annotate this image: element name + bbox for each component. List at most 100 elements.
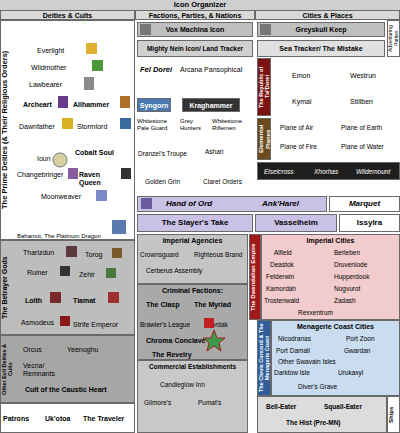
node-text: Vox Machina Icon bbox=[138, 26, 252, 34]
node-text: The Clasp bbox=[146, 301, 190, 309]
node-text: Issylra bbox=[340, 219, 399, 228]
section-box: Criminal Factions:The ClaspThe MyriadBra… bbox=[137, 284, 248, 360]
node-text: Pumat's bbox=[198, 399, 242, 406]
node-text: Strife Emperor bbox=[73, 321, 133, 329]
node-text: Sea Tracker/ The Mistake bbox=[258, 45, 384, 53]
node-text: Rexxentrum bbox=[298, 309, 363, 316]
item-label: Whitestone Pale Guard bbox=[137, 118, 179, 131]
section-box: Imperial AgenciesCrownsguardRighteous Br… bbox=[137, 234, 248, 284]
node-text: Felderwin bbox=[266, 273, 316, 280]
node-text: Greyskull Keep bbox=[258, 26, 384, 34]
item-label: Kymal bbox=[292, 98, 332, 106]
section-box: Menagerie Coast CitiesNicodranasPort Zoo… bbox=[271, 320, 400, 396]
item-label: Plane of Water bbox=[341, 143, 400, 150]
item-label: Emon bbox=[292, 72, 332, 80]
node-text: Chroma Conclave bbox=[146, 337, 226, 345]
section-box: The Betrayer Gods Tharizdun TorogRuiner Zeh… bbox=[0, 240, 135, 335]
section-box: Ships bbox=[387, 396, 400, 433]
node-text: Syngorn bbox=[138, 102, 170, 110]
node-text: Berleben bbox=[334, 249, 389, 256]
node-text: Nogvurot bbox=[334, 285, 389, 292]
section-box: Other Evil Deities & CultsOrcusYeenoghuV… bbox=[0, 335, 135, 403]
section-box: Vox Machina Icon bbox=[137, 22, 253, 37]
section-box: The Dwendalian Empire bbox=[249, 234, 261, 320]
node-text: Tharizdun bbox=[23, 249, 68, 257]
node-text: Zadash bbox=[334, 297, 379, 304]
node-text: Zehir bbox=[79, 271, 107, 279]
node-text: Menagerie Coast Cities bbox=[272, 323, 399, 331]
node-text: Factions, Parties, & Nations bbox=[136, 12, 254, 20]
item-label: Dranzel's Troupe bbox=[138, 150, 202, 157]
node-text: Squall-Eater bbox=[324, 403, 384, 410]
section-box: EiselcrossXhorhasWildemount bbox=[257, 162, 400, 180]
node-text: Ioun bbox=[37, 155, 62, 163]
diagram-title: Icon Organizer bbox=[0, 0, 400, 10]
node-text: Alfield bbox=[274, 249, 318, 256]
node-text: Imperial Agencies bbox=[138, 237, 247, 245]
node-text: Yeenoghu bbox=[67, 346, 112, 354]
node-text: Vecna/ Remnants bbox=[23, 362, 63, 377]
section-box: Commercial EstablishmentsCandleglow InnG… bbox=[137, 360, 248, 433]
item-label: Ashari bbox=[205, 148, 245, 155]
section-box: Syngorn bbox=[137, 98, 171, 112]
section-box: The Slayer's Take bbox=[137, 214, 253, 232]
node-text: Patrons bbox=[3, 415, 43, 423]
node-text: Raven Queen bbox=[79, 171, 123, 186]
node-text: Druvenlode bbox=[334, 261, 394, 268]
node-text: Gilmore's bbox=[144, 399, 188, 406]
node-text: Cerberus Assembly bbox=[146, 267, 226, 274]
node-text: Wildemount bbox=[356, 168, 400, 175]
section-box: Vasselheim bbox=[255, 214, 337, 232]
node-text: Cities & Places bbox=[256, 12, 399, 20]
node-text: Port Damali bbox=[276, 347, 336, 354]
node-text: Everlight bbox=[37, 47, 87, 55]
section-box: The Republic of Tal'Dorei bbox=[257, 58, 271, 116]
section-box: Sea Tracker/ The Mistake bbox=[257, 40, 385, 57]
node-text: Crownsguard bbox=[140, 251, 192, 258]
item-label: Fel Dorei bbox=[140, 66, 180, 74]
node-text: Lolth bbox=[25, 297, 51, 305]
node-text: The Myriad bbox=[194, 301, 246, 309]
node-text: Mighty Nein Icon/ Land Tracker bbox=[138, 45, 252, 52]
node-text: The Hist (Pre-MN) bbox=[286, 419, 366, 426]
section-box: Adventuring Parties bbox=[387, 20, 400, 57]
node-text: Kamordah bbox=[266, 285, 321, 292]
item-label: Plane of Air bbox=[280, 124, 340, 131]
section-box: PatronsUk'otoaThe Traveler bbox=[0, 403, 135, 433]
node-text: Darktow Isle bbox=[274, 369, 334, 376]
section-box: Mighty Nein Icon/ Land Tracker bbox=[137, 40, 253, 57]
node-text: Adventuring Parties bbox=[388, 21, 399, 56]
item-label: Grey Hunters bbox=[180, 118, 212, 131]
node-text: The Traveler bbox=[83, 415, 135, 423]
node-text: The Dwendalian Empire bbox=[250, 235, 260, 319]
node-text: Other Swavain Isles bbox=[278, 358, 368, 365]
node-text: Dawnfather bbox=[19, 123, 64, 131]
node-text: Uk'otoa bbox=[45, 415, 83, 423]
section-box: Bell-EaterSquall-EaterThe Hist (Pre-MN) bbox=[257, 396, 387, 433]
node-text: Cult of the Caustic Heart bbox=[25, 386, 135, 394]
node-text: The Clovis Concord & The Menagerie Coast bbox=[258, 321, 270, 395]
node-text: Trostenwald bbox=[264, 297, 324, 304]
node-text: Torog bbox=[85, 251, 113, 259]
section-box: Elemental Planes bbox=[257, 118, 271, 160]
node-text: Lawbearer bbox=[29, 81, 84, 89]
item-label: Stillben bbox=[350, 98, 395, 106]
node-text: Imperial Cities bbox=[262, 237, 399, 245]
section-box: The Clovis Concord & The Menagerie Coast bbox=[257, 320, 271, 396]
node-text: Stormlord bbox=[77, 123, 121, 131]
node-text: The Betrayer Gods bbox=[1, 241, 15, 334]
section-box: Factions, Parties, & Nations bbox=[135, 10, 255, 20]
node-text: Orcus bbox=[23, 346, 53, 354]
node-text: Ruiner bbox=[27, 269, 61, 277]
node-text: Righteous Brand bbox=[194, 251, 248, 258]
section-box: Imperial CitiesAlfieldBerlebenDeastokDru… bbox=[261, 234, 400, 320]
node-text: Thordak bbox=[204, 321, 246, 328]
node-text: Deities & Cults bbox=[1, 12, 134, 20]
item-label: Arcana Pansophical bbox=[180, 66, 252, 74]
section-box: Deities & Cults bbox=[0, 10, 135, 20]
node-text: Diver's Grave bbox=[298, 383, 358, 390]
node-text: Tiamat bbox=[73, 297, 109, 305]
section-box: Issylra bbox=[339, 214, 400, 232]
node-text: Commercial Establishments bbox=[138, 363, 247, 370]
